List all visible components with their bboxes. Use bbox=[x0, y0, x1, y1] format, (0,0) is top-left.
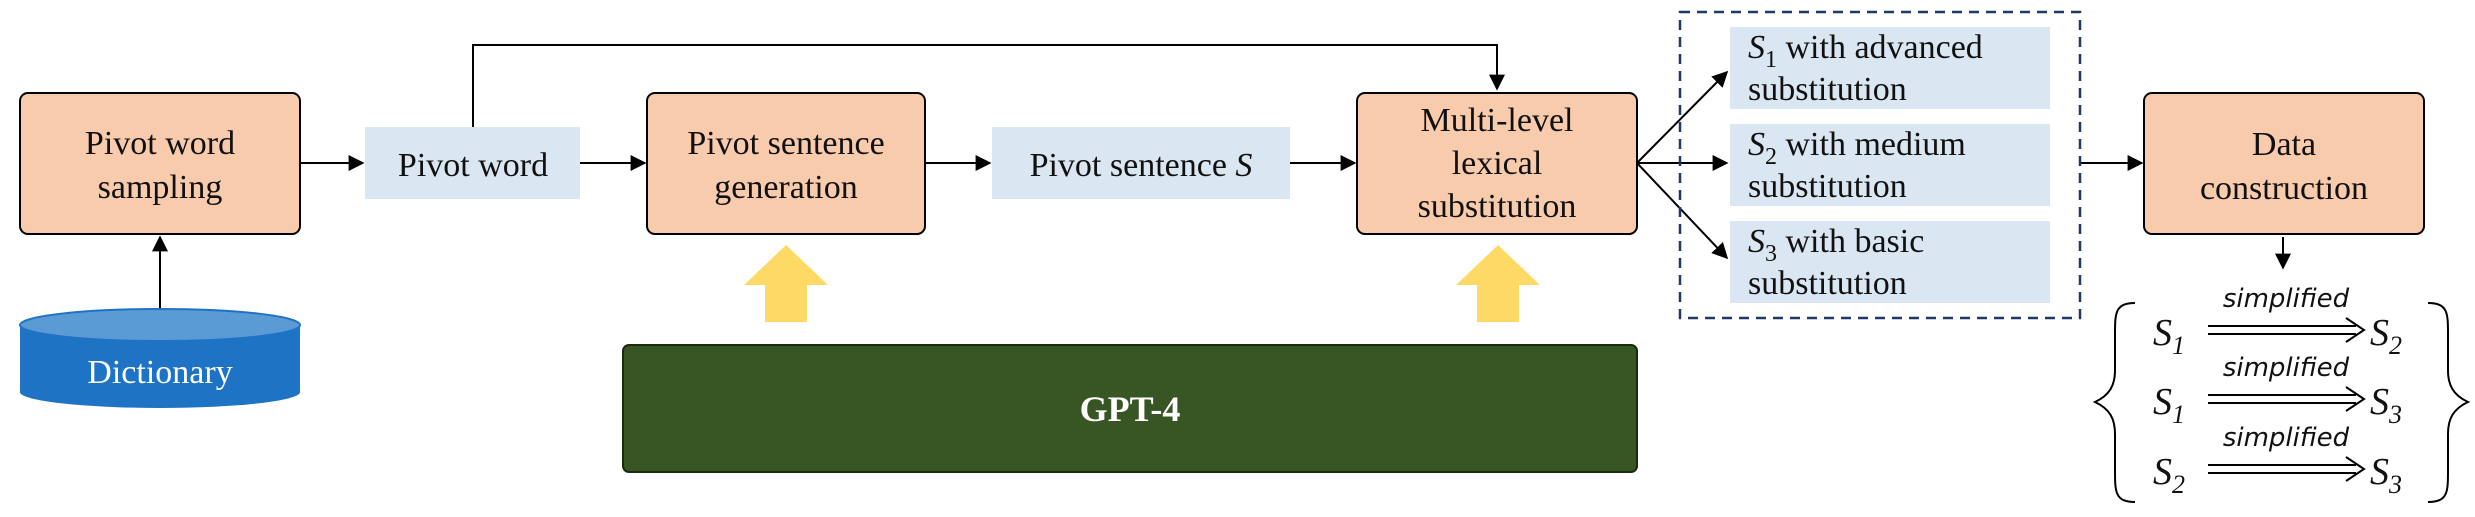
output-s2-line-1: S2 with medium bbox=[1748, 126, 1966, 170]
output-s2-box: S2 with medium substitution bbox=[1730, 124, 2050, 206]
pivot-word-sampling-line-1: Pivot word bbox=[85, 125, 235, 162]
relation-row-3: S2 simplified S3 bbox=[2153, 423, 2402, 499]
pivot-sentence-generation-box: Pivot sentence generation bbox=[646, 92, 926, 235]
right-brace bbox=[2427, 302, 2471, 503]
pivot-sentence-generation-line-2: generation bbox=[714, 169, 858, 206]
relation-3-left-sub: 2 bbox=[2172, 470, 2185, 499]
output-s1-line-1: S1 with advanced bbox=[1748, 29, 1983, 73]
arrow-substitution-to-s3 bbox=[1636, 162, 1729, 260]
relation-2-right-var: S bbox=[2370, 381, 2389, 423]
output-s1-sub: 1 bbox=[1765, 47, 1777, 73]
relation-2-left-var: S bbox=[2153, 381, 2172, 423]
relation-1-left-var: S bbox=[2153, 312, 2172, 354]
output-s1-text: with advanced bbox=[1777, 29, 1983, 66]
connectors bbox=[152, 44, 2291, 312]
arrow-substitution-to-s1 bbox=[1636, 70, 1729, 164]
relation-1-right-sub: 2 bbox=[2389, 331, 2402, 360]
relation-1-label: simplified bbox=[2223, 284, 2350, 314]
pivot-word-sampling-line-2: sampling bbox=[98, 169, 223, 206]
relation-3-left-var: S bbox=[2153, 451, 2172, 493]
data-construction-box: Data construction bbox=[2143, 92, 2425, 235]
output-s1-var: S bbox=[1748, 29, 1765, 66]
relation-row-2: S1 simplified S3 bbox=[2153, 353, 2402, 429]
dictionary-cylinder: Dictionary bbox=[19, 308, 301, 408]
multi-level-line-3: substitution bbox=[1418, 188, 1577, 225]
pivot-word-box: Pivot word bbox=[365, 127, 580, 199]
output-s2-text: with medium bbox=[1777, 126, 1966, 163]
relation-1-right: S2 bbox=[2370, 312, 2402, 360]
pivot-sentence-box: Pivot sentence S bbox=[992, 127, 1290, 199]
relation-1-arrow bbox=[2208, 317, 2366, 343]
relation-3-left: S2 bbox=[2153, 451, 2185, 499]
output-s3-line-1: S3 with basic bbox=[1748, 223, 1924, 267]
relation-1-left-sub: 1 bbox=[2172, 331, 2185, 360]
output-s2-var: S bbox=[1748, 126, 1765, 163]
multi-level-substitution-box: Multi-level lexical substitution bbox=[1356, 92, 1638, 235]
relation-2-right-sub: 3 bbox=[2388, 400, 2402, 429]
relation-2-right: S3 bbox=[2370, 381, 2402, 429]
output-s3-sub: 3 bbox=[1765, 241, 1777, 267]
pivot-sentence-variable: S bbox=[1235, 147, 1252, 184]
pivot-sentence-text: Pivot sentence bbox=[1030, 147, 1236, 184]
relation-3-right: S3 bbox=[2370, 451, 2402, 499]
relation-3-label: simplified bbox=[2223, 423, 2350, 453]
output-s3-line-2: substitution bbox=[1748, 265, 1907, 302]
relation-2-left: S1 bbox=[2153, 381, 2185, 429]
pivot-word-label: Pivot word bbox=[398, 147, 548, 184]
relation-2-left-sub: 1 bbox=[2172, 400, 2185, 429]
pivot-sentence-label: Pivot sentence S bbox=[1030, 147, 1253, 184]
relation-1-left: S1 bbox=[2153, 312, 2185, 360]
output-s1-line-2: substitution bbox=[1748, 71, 1907, 108]
gpt4-label: GPT-4 bbox=[1080, 389, 1181, 429]
output-s3-text: with basic bbox=[1777, 223, 1924, 260]
outputs-dashed-frame bbox=[1678, 10, 2082, 320]
data-construction-line-1: Data bbox=[2252, 126, 2316, 163]
relation-3-arrow bbox=[2208, 456, 2366, 482]
multi-level-line-1: Multi-level bbox=[1421, 102, 1574, 139]
output-s2-sub: 2 bbox=[1765, 144, 1777, 170]
relation-3-right-var: S bbox=[2370, 451, 2389, 493]
dictionary-label: Dictionary bbox=[87, 354, 232, 391]
left-brace bbox=[2092, 302, 2136, 503]
multi-level-line-2: lexical bbox=[1452, 145, 1543, 182]
relation-1-right-var: S bbox=[2370, 312, 2389, 354]
output-s3-var: S bbox=[1748, 223, 1765, 260]
output-s2-line-2: substitution bbox=[1748, 168, 1907, 205]
relation-3-right-sub: 3 bbox=[2388, 470, 2402, 499]
relation-2-label: simplified bbox=[2223, 353, 2350, 383]
pivot-sentence-generation-line-1: Pivot sentence bbox=[687, 125, 884, 162]
gpt-to-substitution-arrow bbox=[1456, 245, 1540, 322]
output-s3-box: S3 with basic substitution bbox=[1730, 221, 2050, 303]
gpt4-box: GPT-4 bbox=[622, 344, 1638, 473]
arrow-pivot-word-to-substitution bbox=[472, 44, 1505, 127]
relation-2-arrow bbox=[2208, 386, 2366, 412]
gpt-to-generation-arrow bbox=[744, 245, 828, 322]
output-s1-box: S1 with advanced substitution bbox=[1730, 27, 2050, 109]
relation-row-1: S1 simplified S2 bbox=[2153, 284, 2402, 360]
pivot-word-sampling-box: Pivot word sampling bbox=[19, 92, 301, 235]
data-construction-line-2: construction bbox=[2200, 170, 2368, 207]
